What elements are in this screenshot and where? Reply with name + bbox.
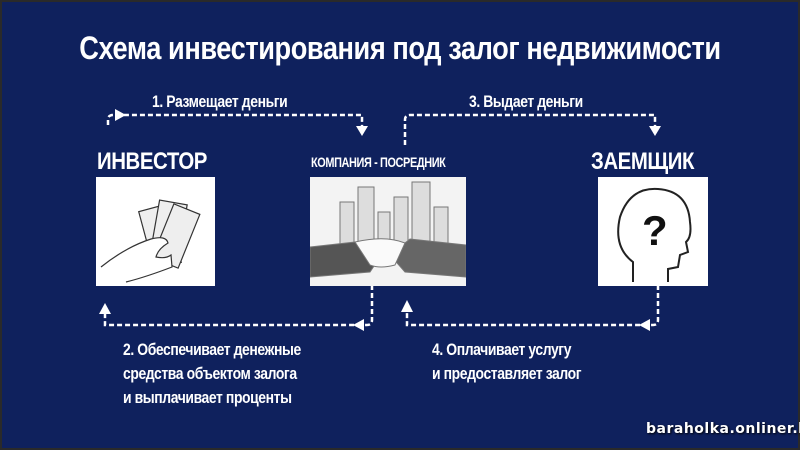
arrowhead-icon (649, 126, 661, 136)
arrowhead-icon (639, 319, 650, 331)
arrowhead-icon (99, 303, 111, 314)
question-mark-icon: ? (642, 207, 668, 254)
diagram-title: Схема инвестирования под залог недвижимо… (79, 30, 721, 66)
company-label: КОМПАНИЯ - ПОСРЕДНИК (311, 154, 446, 170)
arrowhead-icon (353, 319, 364, 331)
investor-label: ИНВЕСТОР (97, 148, 207, 175)
step-2-label: 2. Обеспечивает денежные средства объект… (123, 338, 301, 410)
step-2-line: и выплачивает проценты (123, 388, 292, 407)
arrow-step-1 (106, 113, 364, 127)
borrower-label: ЗАЕМЩИК (591, 148, 695, 175)
arrowhead-icon (401, 300, 413, 312)
step-2-line: средства объектом залога (123, 364, 297, 383)
arrowhead-icon (115, 109, 126, 121)
arrow-step-3 (403, 113, 657, 145)
step-1-label: 1. Размещает деньги (152, 92, 288, 111)
arrow-step-4 (405, 285, 660, 327)
arrowhead-icon (356, 126, 368, 136)
arrow-step-2 (103, 285, 374, 327)
borrower-question-head-image: ? (598, 177, 708, 286)
step-4-label: 4. Оплачивает услугу и предоставляет зал… (432, 338, 582, 386)
investor-money-image (96, 177, 215, 286)
step-2-line: 2. Обеспечивает денежные (123, 340, 301, 359)
step-4-line: и предоставляет залог (432, 364, 582, 383)
watermark: baraholka.onliner.by (646, 421, 800, 437)
company-handshake-image (309, 177, 467, 286)
step-4-line: 4. Оплачивает услугу (432, 340, 572, 359)
step-3-label: 3. Выдает деньги (469, 92, 583, 111)
